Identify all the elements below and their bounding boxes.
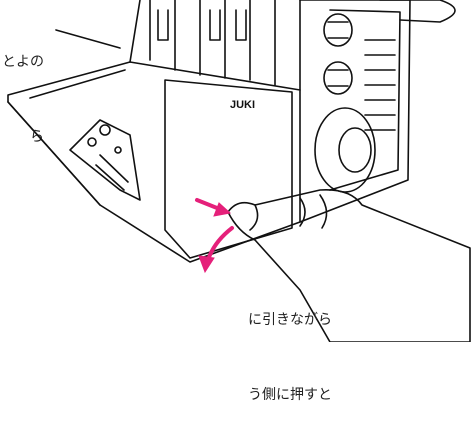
caption-bottom-line-2: う側に押すと [248,387,332,403]
tension-dial-icon [323,13,353,95]
vent-grille [364,39,396,131]
caption-bottom-line-1: に引きながら [248,312,332,328]
caption-top-line-1: とよの [2,54,44,70]
serger-illustration: JUKI [7,0,471,342]
caption-bottom: に引きながら う側に押すと [248,258,332,433]
side-housing [299,0,411,223]
brand-logo: JUKI [230,99,255,111]
handwheel-icon [314,107,376,193]
front-cover [164,79,293,259]
push-arrow-icon [195,198,232,217]
thread-stand [379,0,456,23]
looper-area [69,119,141,201]
caption-top-line-2: ら [30,129,44,145]
pull-down-arrow-icon [198,226,234,274]
hand-icon [227,188,471,342]
machine-upper-body [129,0,301,91]
caption-top: とよの ら [0,0,44,175]
